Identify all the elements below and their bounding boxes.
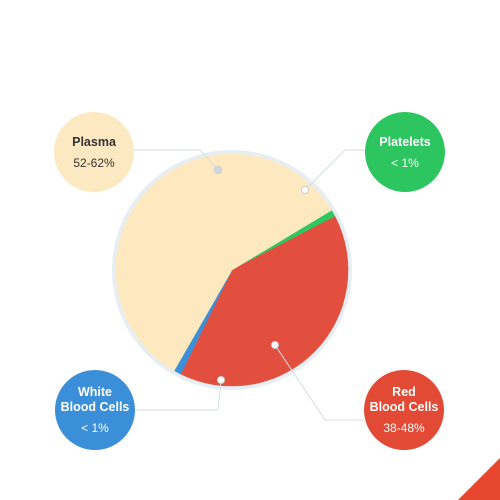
red-blood-cells-slice <box>180 216 349 387</box>
white-blood-cells-connector <box>135 379 222 411</box>
red-blood-cells-connector <box>274 344 364 421</box>
plasma-value: 52-62% <box>73 155 115 170</box>
plasma-label: Plasma <box>72 134 116 149</box>
red-blood-cells-connector-dot <box>271 341 279 349</box>
platelets-value: < 1% <box>391 155 419 170</box>
platelets-connector-dot <box>301 186 309 194</box>
platelets-label: Platelets <box>379 134 431 149</box>
platelets-callout: Platelets < 1% <box>365 112 445 192</box>
red-blood-cells-label: Red Blood Cells <box>369 385 439 414</box>
white-blood-cells-callout: White Blood Cells < 1% <box>55 370 135 450</box>
white-blood-cells-value: < 1% <box>81 421 109 435</box>
plasma-slice <box>115 153 332 371</box>
platelets-connector <box>304 149 365 191</box>
white-blood-cells-label: White Blood Cells <box>60 385 130 414</box>
plasma-callout: Plasma 52-62% <box>54 112 134 192</box>
corner-decoration <box>458 458 500 500</box>
plasma-connector <box>134 149 219 171</box>
red-blood-cells-value: 38-48% <box>383 421 425 435</box>
white-blood-cells-connector-dot <box>217 376 225 384</box>
red-blood-cells-callout: Red Blood Cells 38-48% <box>364 370 444 450</box>
plasma-connector-dot <box>214 166 222 174</box>
